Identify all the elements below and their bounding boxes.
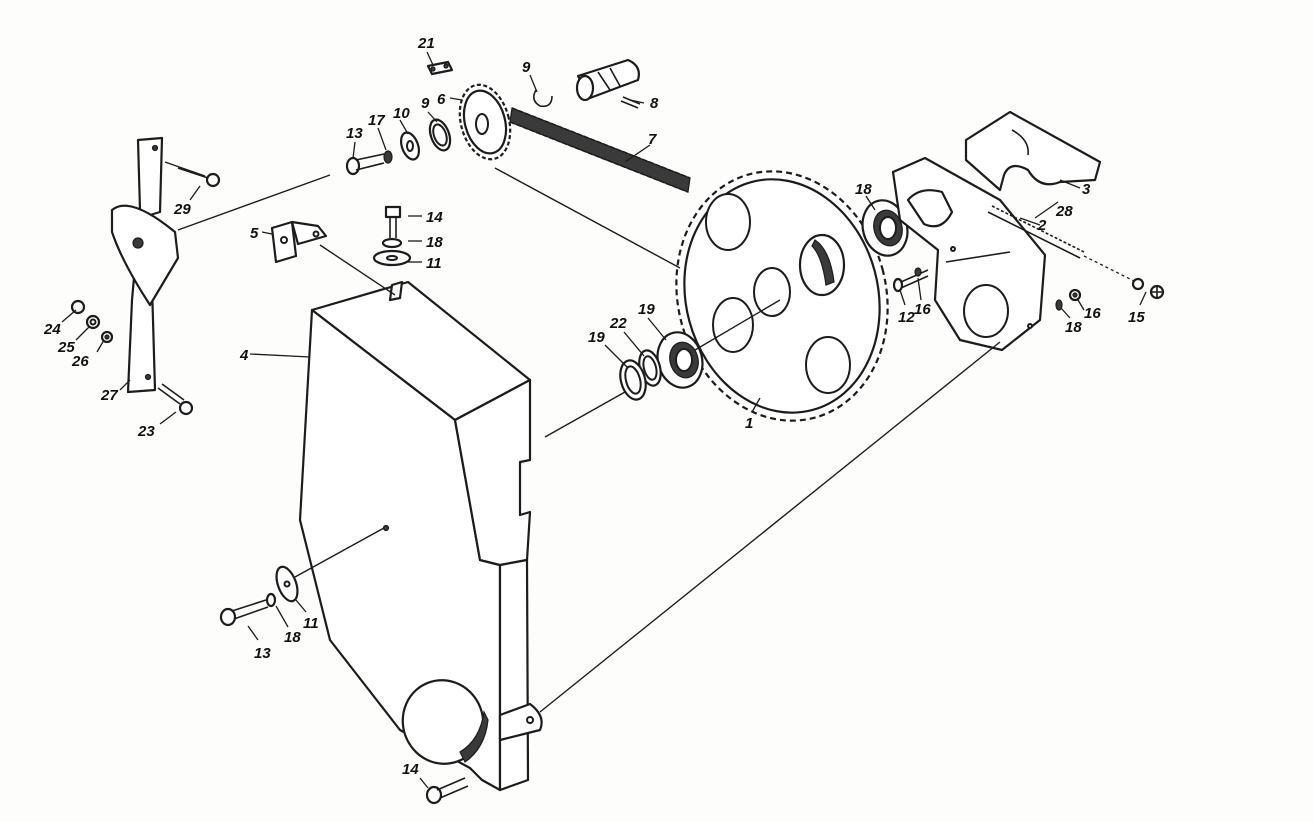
callout-leaders (61, 51, 1147, 789)
drive-chain (509, 107, 691, 193)
callout-18-upper: 17 (368, 112, 385, 129)
callout-11-top: 11 (426, 255, 442, 272)
callout-29: 29 (173, 201, 191, 218)
large-sprocket-wheel (675, 170, 889, 422)
callout-11-lower: 11 (303, 615, 319, 632)
bolt-arm-top (164, 161, 221, 188)
callout-24: 24 (43, 321, 61, 338)
callout-12: 12 (898, 309, 915, 326)
threaded-rod (987, 205, 1137, 283)
upper-fasteners (345, 118, 452, 176)
assembly-lines (177, 167, 1001, 713)
callout-26: 26 (71, 353, 89, 370)
callout-2: 2 (1037, 217, 1047, 234)
bolt-bottom (425, 777, 469, 805)
callout-8: 8 (650, 95, 659, 112)
bearing-upper (861, 199, 909, 257)
nut (1131, 277, 1165, 300)
callout-labels: 21 9 8 10 9 6 13 17 7 14 18 11 5 4 29 24… (43, 35, 1145, 778)
callout-14-bottom: 14 (402, 761, 419, 778)
chain-link (426, 60, 454, 76)
callout-22: 22 (609, 315, 627, 332)
callout-7: 7 (648, 131, 657, 148)
bracket-plate (891, 156, 1047, 352)
bolt-12-set (892, 267, 929, 293)
callout-27: 27 (100, 387, 118, 404)
lower-bearing-set (619, 331, 704, 401)
top-fasteners (372, 205, 412, 267)
callout-18-right: 18 (1065, 319, 1082, 336)
chain-guard-cover (298, 280, 543, 792)
callout-18-lower: 18 (284, 629, 301, 646)
lower-fasteners (219, 565, 299, 627)
bolt-arm (157, 383, 194, 416)
callout-10: 10 (393, 105, 410, 122)
callout-21: 21 (417, 35, 435, 52)
callout-19-upper: 18 (855, 181, 872, 198)
support-arm (110, 136, 180, 394)
shaft-assembly (532, 58, 641, 109)
callout-28: 28 (1055, 203, 1073, 220)
callout-16: 16 (1084, 305, 1101, 322)
callout-13-lower: 13 (254, 645, 271, 662)
mounting-bracket-upper (964, 110, 1102, 192)
callout-18-top: 18 (426, 234, 443, 251)
callout-4: 4 (239, 347, 249, 364)
angle-bracket (270, 220, 328, 264)
callout-5: 5 (250, 225, 259, 242)
callout-9-upper: 9 (522, 59, 531, 76)
callout-20: 19 (588, 329, 605, 346)
callout-23: 23 (137, 423, 155, 440)
callout-3: 3 (1082, 181, 1091, 198)
callout-15: 15 (1128, 309, 1145, 326)
small-sprocket (458, 83, 512, 161)
callout-17: 16 (914, 301, 931, 318)
callout-25: 25 (57, 339, 75, 356)
callout-19-lower: 19 (638, 301, 655, 318)
callout-1: 1 (745, 415, 753, 432)
callout-9: 9 (421, 95, 430, 112)
callout-13-upper: 13 (346, 125, 363, 142)
callout-6: 6 (437, 91, 446, 108)
right-fasteners (1055, 288, 1082, 311)
arm-fasteners (70, 299, 114, 344)
callout-14-top: 14 (426, 209, 443, 226)
